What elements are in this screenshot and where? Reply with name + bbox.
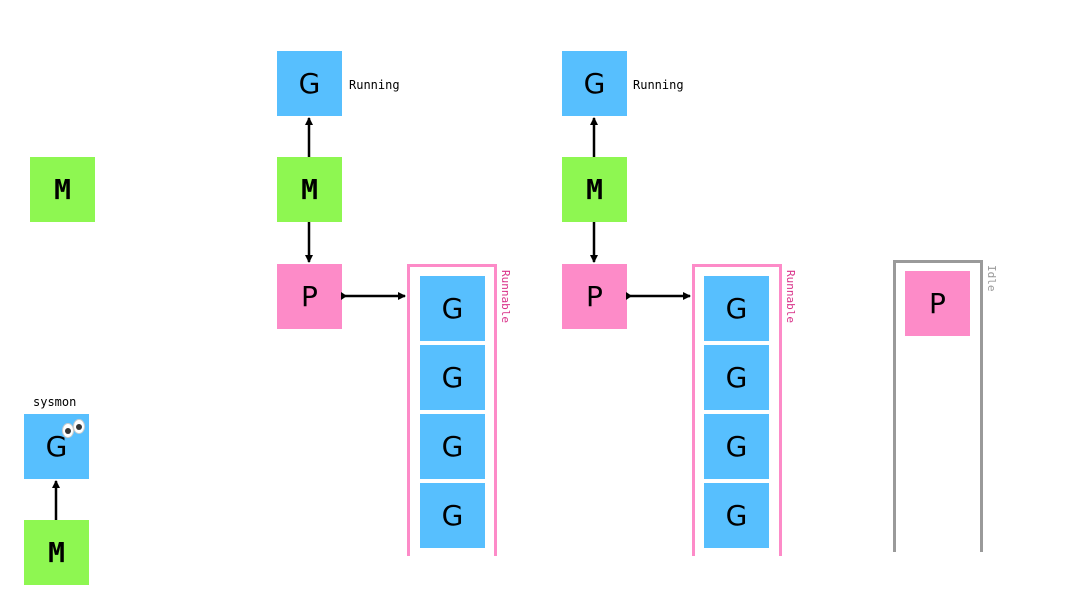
- processor-2: P: [562, 264, 627, 329]
- goroutine-queued: G: [420, 276, 485, 341]
- goroutine-queued: G: [420, 483, 485, 548]
- runnable-label-2: Runnable: [784, 270, 797, 323]
- goroutine-label: G: [45, 430, 68, 463]
- processor-1: P: [277, 264, 342, 329]
- running-label-1: Running: [349, 78, 400, 92]
- machine-sysmon: M: [24, 520, 89, 585]
- goroutine-running-2: G: [562, 51, 627, 116]
- eye-icon: [73, 419, 85, 434]
- running-label-2: Running: [633, 78, 684, 92]
- machine-2: M: [562, 157, 627, 222]
- goroutine-queued: G: [704, 345, 769, 410]
- goroutine-running-1: G: [277, 51, 342, 116]
- runnable-queue-2: [692, 264, 782, 556]
- idle-label: Idle: [985, 265, 998, 292]
- machine-1: M: [277, 157, 342, 222]
- goroutine-queued: G: [704, 276, 769, 341]
- runnable-queue-1: [407, 264, 497, 556]
- processor-idle: P: [905, 271, 970, 336]
- sysmon-label: sysmon: [33, 395, 77, 409]
- goroutine-queued: G: [704, 414, 769, 479]
- idle-queue: [893, 260, 983, 552]
- machine-lone: M: [30, 157, 95, 222]
- goroutine-sysmon: G: [24, 414, 89, 479]
- goroutine-queued: G: [420, 345, 485, 410]
- goroutine-queued: G: [704, 483, 769, 548]
- goroutine-queued: G: [420, 414, 485, 479]
- runnable-label-1: Runnable: [499, 270, 512, 323]
